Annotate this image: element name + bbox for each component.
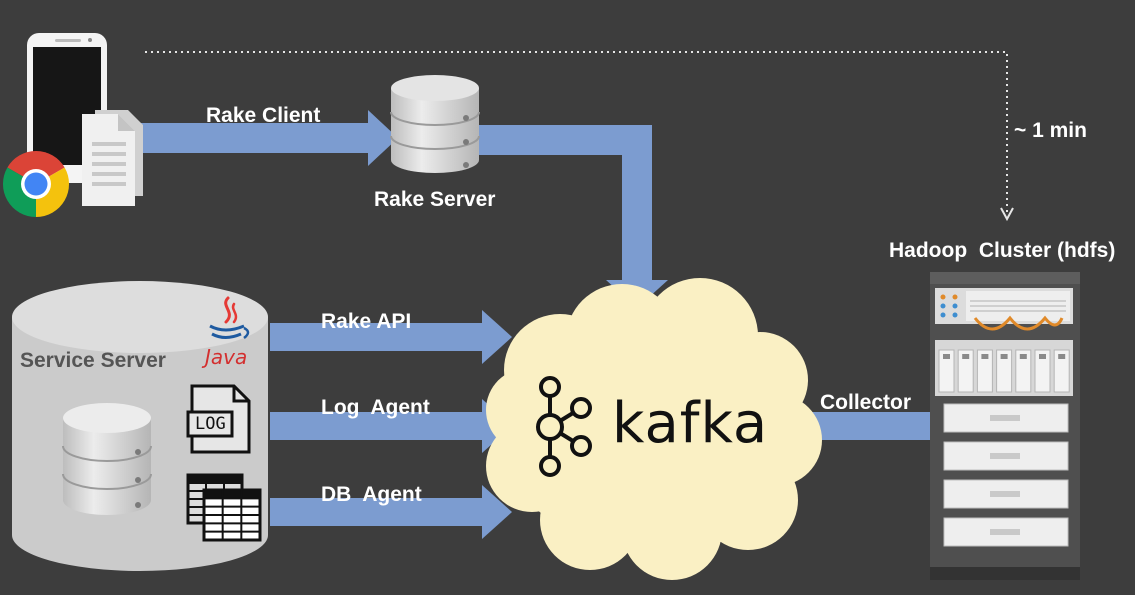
smartphone-icon bbox=[27, 33, 107, 183]
rake-server-label: Rake Server bbox=[374, 188, 496, 211]
rake-client-arrow bbox=[140, 110, 398, 166]
chrome-icon bbox=[2, 150, 70, 217]
log-agent-label: Log Agent bbox=[321, 396, 430, 419]
kafka-logo-icon bbox=[536, 376, 592, 477]
latency-dotted-line bbox=[145, 51, 1014, 222]
java-label: Java bbox=[205, 345, 248, 369]
server-rack-icon bbox=[930, 272, 1080, 580]
kafka-label: kafka bbox=[612, 391, 769, 456]
kafka-cloud bbox=[486, 278, 822, 580]
latency-label: ~ 1 min bbox=[1014, 119, 1087, 142]
db-agent-label: DB Agent bbox=[321, 483, 422, 506]
service-server-label: Service Server bbox=[20, 349, 166, 372]
log-file-icon bbox=[186, 384, 251, 454]
db-agent-arrow bbox=[270, 485, 512, 539]
hadoop-cluster-label: Hadoop Cluster (hdfs) bbox=[889, 239, 1116, 262]
rake-server-to-kafka-arrow bbox=[470, 125, 668, 308]
rake-server-database-icon bbox=[390, 75, 480, 173]
collector-label: Collector bbox=[820, 391, 912, 414]
document-icon bbox=[82, 110, 143, 206]
java-icon bbox=[209, 296, 250, 339]
rake-api-label: Rake API bbox=[321, 310, 412, 333]
rake-client-label: Rake Client bbox=[206, 104, 321, 127]
service-database-icon bbox=[62, 403, 152, 515]
log-file-label: LOG bbox=[195, 414, 226, 434]
table-icon bbox=[186, 473, 262, 542]
rake-api-arrow bbox=[270, 310, 512, 364]
